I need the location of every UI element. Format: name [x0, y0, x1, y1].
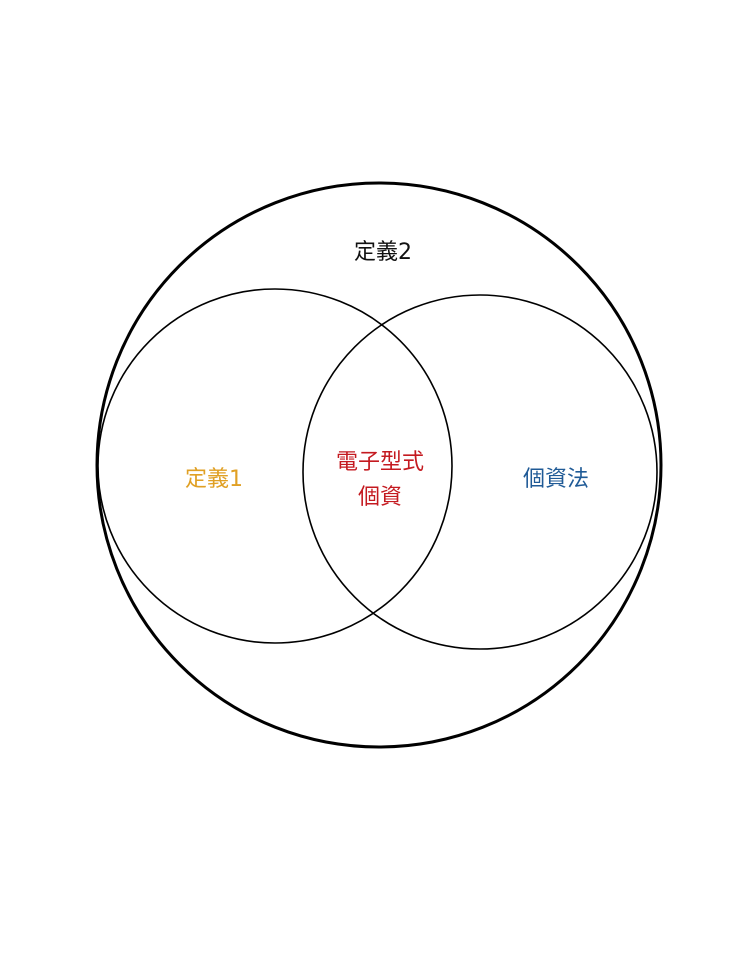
left-set-circle: [97, 288, 453, 644]
intersection-label-line2: 個資: [358, 485, 402, 510]
outer-set-circle: [95, 181, 663, 749]
right-set-label: 個資法: [523, 467, 589, 492]
outer-set-label: 定義2: [354, 240, 412, 265]
left-set-label: 定義1: [185, 467, 243, 492]
right-set-circle: [302, 294, 658, 650]
intersection-label-line1: 電子型式: [336, 450, 424, 475]
